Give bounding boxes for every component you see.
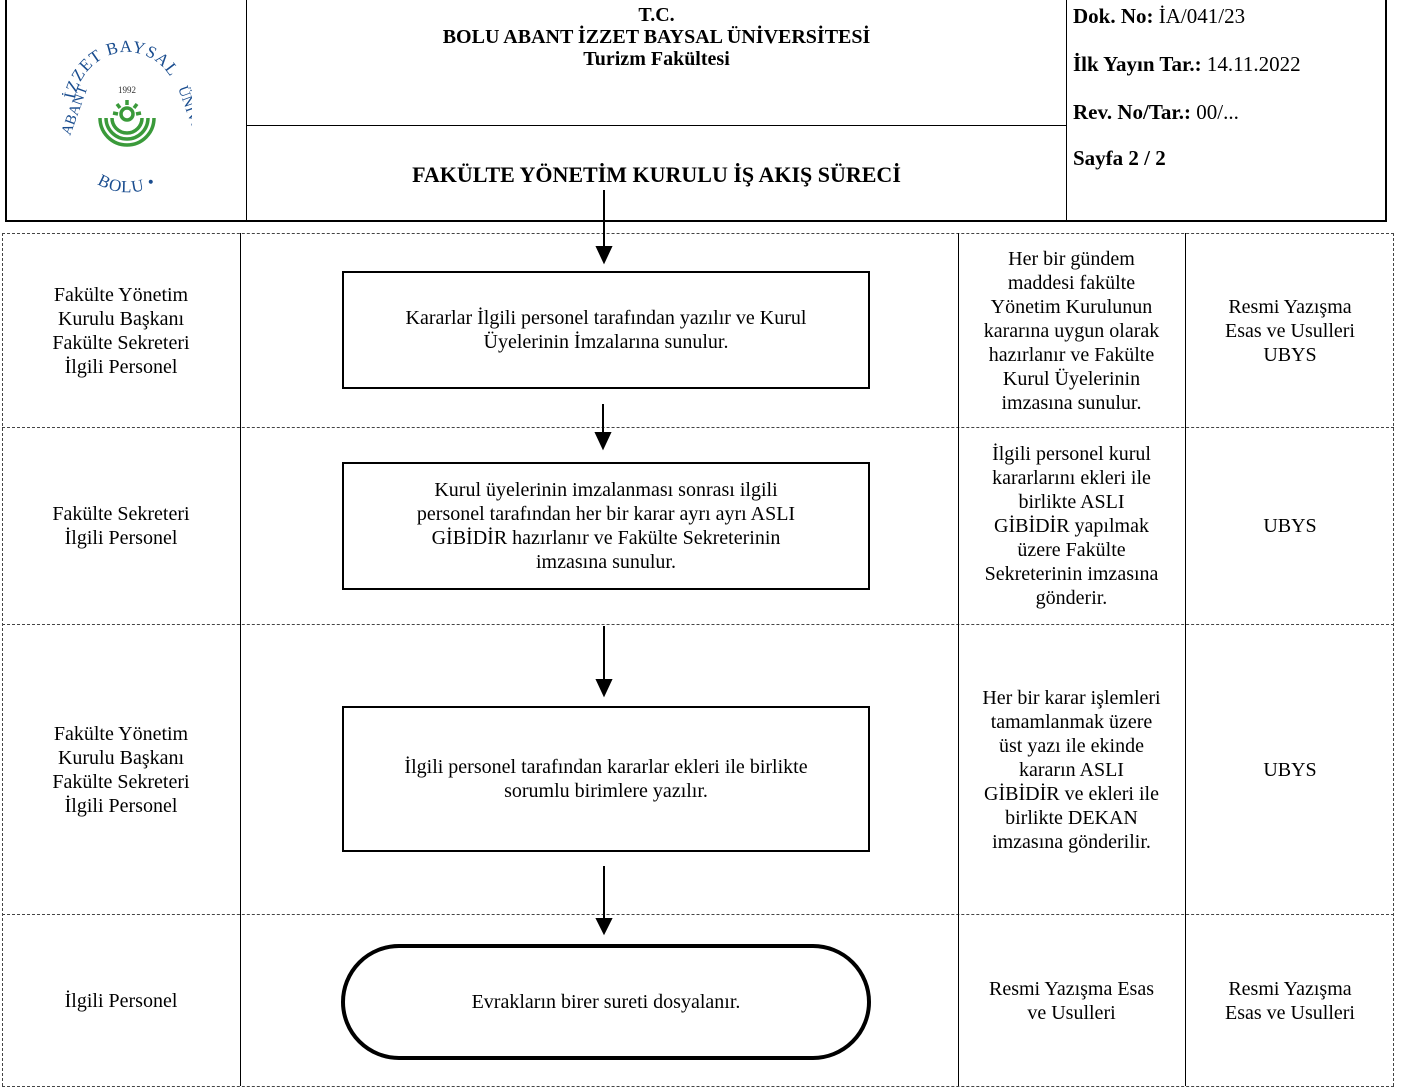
row-divider [2, 1086, 1394, 1087]
column-divider [1185, 233, 1186, 1086]
title-tc: T.C. [638, 4, 675, 26]
down-arrow-icon [594, 404, 612, 451]
description-cell: Her bir karar işlemleri tamamlanmak üzer… [982, 686, 1161, 853]
process-end: Evrakların birer sureti dosyalanır. [341, 944, 871, 1060]
process-step: Kararlar İlgili personel tarafından yazı… [342, 271, 870, 389]
revision: Rev. No/Tar.: 00/... [1073, 100, 1239, 125]
description-cell: Resmi Yazışma Esas ve Usulleri [989, 977, 1154, 1024]
page-label: Sayfa 2 / 2 [1073, 146, 1166, 170]
logo-year: 1992 [118, 85, 136, 95]
process-title: FAKÜLTE YÖNETİM KURULU İŞ AKIŞ SÜRECİ [247, 126, 1067, 220]
reference-cell: UBYS [1263, 515, 1317, 537]
first-pub-value: 14.11.2022 [1206, 52, 1301, 76]
title-university: BOLU ABANT İZZET BAYSAL ÜNİVERSİTESİ [442, 26, 871, 48]
down-arrow-icon [595, 626, 613, 698]
column-divider [2, 233, 3, 1086]
row-divider [2, 233, 1394, 234]
row-divider [2, 914, 1394, 915]
reference-cell: Resmi Yazışma Esas ve Usulleri UBYS [1225, 295, 1355, 366]
institution-title: T.C. BOLU ABANT İZZET BAYSAL ÜNİVERSİTES… [247, 0, 1067, 126]
row-divider [2, 427, 1394, 428]
row-divider [2, 624, 1394, 625]
logo-cell: İZZET BAYSAL BOLU • ABANT ÜNİVERSİTESİ 1… [7, 0, 247, 220]
doc-no-label: Dok. No: [1073, 4, 1154, 28]
doc-no: Dok. No: İA/041/23 [1073, 4, 1245, 29]
university-logo: İZZET BAYSAL BOLU • ABANT ÜNİVERSİTESİ 1… [62, 37, 192, 197]
responsible-cell: Fakülte Yönetim Kurulu Başkanı Fakülte S… [52, 722, 190, 817]
process-step: Kurul üyelerinin imzalanması sonrası ilg… [342, 462, 870, 590]
rev-value: 00/... [1196, 100, 1239, 124]
rev-label: Rev. No/Tar.: [1073, 100, 1192, 124]
responsible-cell: İlgili Personel [64, 989, 178, 1012]
page-number: Sayfa 2 / 2 [1073, 146, 1166, 171]
process-step: İlgili personel tarafından kararlar ekle… [342, 706, 870, 852]
down-arrow-icon [595, 190, 613, 265]
column-divider [1393, 233, 1394, 1086]
reference-cell: Resmi Yazışma Esas ve Usulleri [1225, 977, 1355, 1024]
down-arrow-icon [595, 866, 613, 936]
column-divider [240, 233, 241, 1086]
reference-cell: UBYS [1263, 758, 1317, 781]
logo-emblem-icon [98, 100, 156, 147]
document-header: İZZET BAYSAL BOLU • ABANT ÜNİVERSİTESİ 1… [5, 0, 1387, 222]
first-pub-date: İlk Yayın Tar.: 14.11.2022 [1073, 52, 1301, 77]
title-faculty: Turizm Fakültesi [583, 48, 730, 70]
first-pub-label: İlk Yayın Tar.: [1073, 52, 1202, 76]
document-info: Dok. No: İA/041/23 İlk Yayın Tar.: 14.11… [1069, 0, 1387, 220]
description-cell: Her bir gündem maddesi fakülte Yönetim K… [983, 247, 1160, 414]
column-divider [958, 233, 959, 1086]
doc-no-value: İA/041/23 [1158, 4, 1246, 28]
responsible-cell: Fakülte Yönetim Kurulu Başkanı Fakülte S… [52, 283, 190, 378]
responsible-cell: Fakülte Sekreteri İlgili Personel [52, 503, 190, 549]
description-cell: İlgili personel kurul kararlarını ekleri… [984, 443, 1159, 609]
